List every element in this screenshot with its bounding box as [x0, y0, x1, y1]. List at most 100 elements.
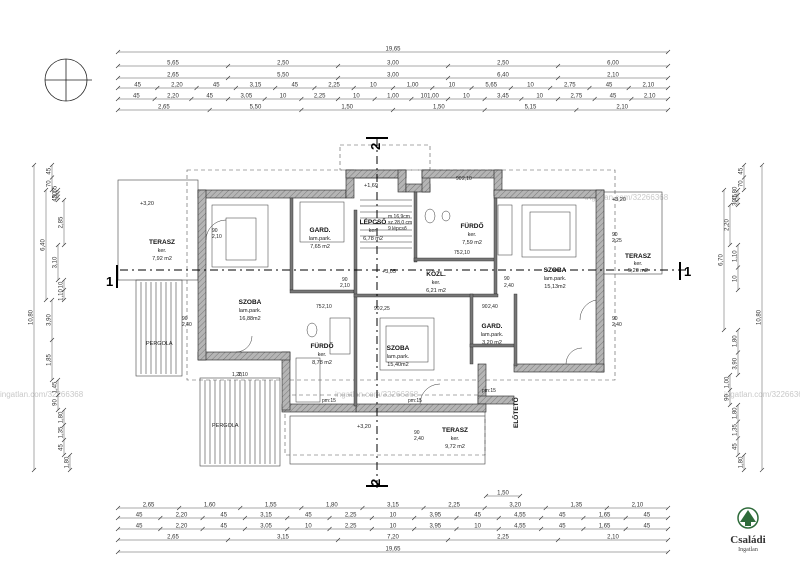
svg-text:75: 75: [316, 304, 322, 310]
dimension-value: 3,10: [53, 256, 59, 268]
dimension-tick: [299, 96, 304, 102]
dimension-tick: [469, 85, 474, 91]
dimension-value: 3,15: [250, 83, 262, 89]
dimension-value: 2,65: [158, 105, 170, 111]
dimension-tick: [55, 191, 61, 196]
dimension-tick: [115, 85, 121, 91]
dimension-value: 45: [606, 83, 613, 89]
svg-text:2,40: 2,40: [182, 322, 192, 328]
left-terrace: [117, 179, 199, 377]
dimension-tick: [194, 85, 199, 91]
dimension-value: 10: [305, 524, 312, 530]
svg-text:LÉPCSŐ: LÉPCSŐ: [360, 217, 387, 226]
dimension-tick: [55, 277, 61, 283]
dimension-tick: [496, 515, 501, 521]
dimension-tick: [445, 63, 451, 69]
dimension-tick: [496, 526, 501, 532]
dimension-tick: [61, 242, 67, 248]
dimension-tick: [759, 467, 765, 473]
dimension-value: 3,15: [260, 513, 272, 519]
dimension-tick: [327, 515, 332, 521]
dimension-tick: [115, 549, 121, 555]
dimension-value: 3,90: [47, 314, 53, 326]
dimension-tick: [517, 493, 523, 499]
dimension-tick: [225, 96, 231, 102]
room-gard-2: GARD. lam.park. 3,20 m2: [481, 323, 504, 346]
dimension-value: 30: [733, 199, 739, 206]
dimension-tick: [207, 107, 212, 113]
dimension-value: 45: [559, 513, 566, 519]
dimension-value: 6,00: [607, 61, 619, 67]
pm-label: pm:15: [482, 388, 496, 394]
svg-text:2,25: 2,25: [612, 238, 622, 244]
dimension-tick: [735, 242, 741, 248]
svg-text:8,78 m2: 8,78 m2: [312, 360, 332, 366]
dimension-value: 10: [463, 94, 470, 100]
dimension-value: 10: [536, 94, 543, 100]
dimension-value: 1,80: [733, 335, 739, 347]
dimension-tick: [665, 505, 671, 511]
dimension-tick: [369, 515, 375, 521]
dimension-value: 2,10: [616, 105, 628, 111]
dimension-value: 10: [390, 524, 397, 530]
dimension-tick: [115, 49, 121, 55]
section-2-bottom-label: 2: [368, 479, 383, 486]
dimension-tick: [61, 407, 67, 413]
dimension-tick: [727, 387, 733, 393]
dimension-tick: [158, 515, 163, 521]
dimension-value: 90: [53, 399, 59, 406]
dimension-tick: [115, 505, 121, 511]
level-label: +3,20: [612, 197, 626, 203]
dimension-value: 45: [136, 524, 143, 530]
section-labels: 1 1 2 2: [106, 143, 691, 486]
dimension-value: 2,65: [143, 503, 155, 509]
dimension-value: 45: [733, 443, 739, 450]
svg-text:ker.: ker.: [468, 232, 477, 238]
dimension-tick: [411, 526, 417, 532]
dimension-tick: [555, 96, 561, 102]
dimension-value: 90: [725, 394, 731, 401]
dimension-value: 2,20: [176, 524, 188, 530]
dimension-value: 2,20: [167, 94, 179, 100]
dimension-tick: [49, 187, 55, 193]
dimension-tick: [49, 377, 55, 383]
dimension-tick: [61, 287, 67, 293]
dimension-tick: [741, 187, 747, 193]
room-szoba-ne: SZOBA lam.park. 15,13m2: [544, 267, 567, 290]
svg-text:5,20 m2: 5,20 m2: [628, 268, 648, 274]
dimension-value: 45: [220, 524, 227, 530]
dimension-tick: [735, 287, 741, 293]
dimension-tick: [581, 515, 586, 521]
svg-text:90: 90: [612, 316, 618, 322]
dimension-value: 1,80: [326, 503, 338, 509]
dimension-value: 45: [644, 513, 651, 519]
dimension-value: 45: [559, 524, 566, 530]
dimension-tick: [238, 505, 243, 511]
svg-text:2,40: 2,40: [612, 322, 622, 328]
dimension-tick: [508, 85, 514, 91]
dimension-value: 10: [449, 83, 456, 89]
dimension-value: 3,95: [429, 513, 441, 519]
dimension-tick: [67, 452, 73, 458]
dimension-tick: [735, 402, 741, 408]
dimension-tick: [312, 85, 317, 91]
dimension-value: 2,25: [345, 524, 357, 530]
dimension-tick: [727, 202, 733, 208]
dimension-value: 1,35: [59, 426, 65, 438]
dimension-tick: [482, 505, 487, 511]
stair-note-3: 9 lépcső: [388, 226, 407, 232]
dimension-tick: [538, 515, 544, 521]
dimension-value: 1,80: [739, 456, 745, 468]
dimension-tick: [115, 526, 121, 532]
dimension-tick: [454, 526, 459, 532]
dimension-value: 2,25: [328, 83, 340, 89]
dimension-tick: [735, 192, 741, 198]
exterior-walls: [197, 169, 605, 413]
right-terrace: [601, 191, 663, 275]
dimension-tick: [665, 96, 671, 102]
dimension-value: 2,20: [176, 513, 188, 519]
dimension-tick: [55, 377, 61, 383]
dimension-tick: [49, 175, 55, 180]
level-label: +3,20: [357, 424, 371, 430]
